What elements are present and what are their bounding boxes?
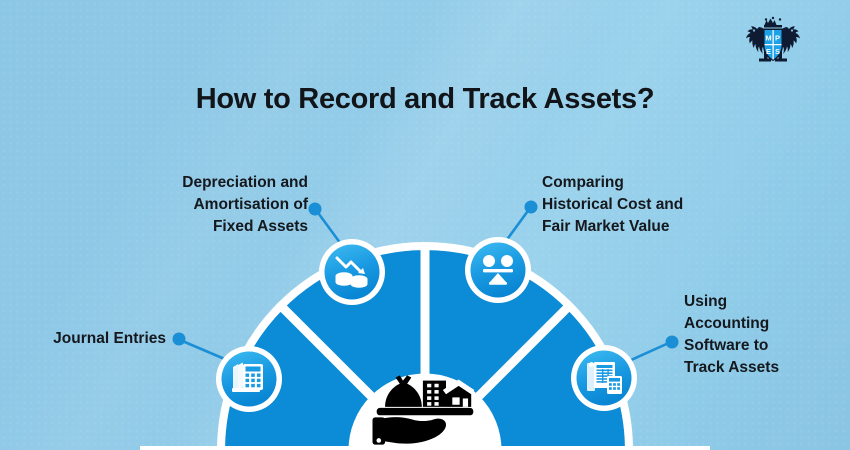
- ledger-calculator-icon: [232, 362, 263, 392]
- label-line: Historical Cost and: [542, 196, 684, 213]
- shield: M P E S: [763, 28, 783, 61]
- spreadsheet-calculator-icon: [587, 362, 622, 394]
- label-journal-entries: Journal Entries: [8, 328, 166, 350]
- mpes-crest-logo: M P E S: [735, 14, 811, 72]
- node-comparing[interactable]: [465, 237, 531, 303]
- label-line: Amortisation of: [193, 196, 308, 213]
- connector-dot-depreciation: [308, 202, 322, 216]
- node-depreciation[interactable]: [319, 239, 385, 305]
- label-line: Depreciation and: [182, 174, 308, 191]
- arc-hub-ring: [348, 373, 502, 450]
- shield-letter-e: E: [766, 47, 771, 56]
- label-accounting-software: Using Accounting Software to Track Asset…: [684, 291, 834, 379]
- shield-letter-m: M: [765, 34, 771, 43]
- label-line: Using: [684, 293, 728, 310]
- connector-dot-software: [665, 335, 679, 349]
- label-line: Fixed Assets: [212, 218, 308, 235]
- shield-letter-s: S: [775, 47, 780, 56]
- crown-icon: [764, 16, 782, 28]
- divider-45: [421, 301, 574, 450]
- label-line: Software to: [684, 337, 769, 354]
- connector-dot-comparing: [524, 200, 538, 214]
- arc-baseline: [140, 446, 710, 450]
- label-line: Fair Market Value: [542, 218, 670, 235]
- hand-holding-assets-icon: [372, 375, 475, 445]
- node-journal-entries[interactable]: [216, 346, 282, 412]
- label-comparing-cost-value: Comparing Historical Cost and Fair Marke…: [542, 172, 752, 238]
- shield-letter-p: P: [775, 34, 780, 43]
- label-line: Track Assets: [684, 359, 780, 376]
- label-line: Accounting: [684, 315, 770, 332]
- page-title: How to Record and Track Assets?: [195, 83, 655, 115]
- connector-dots: [172, 200, 679, 349]
- node-depreciation-circle: [324, 244, 380, 300]
- label-depreciation-amortisation: Depreciation and Amortisation of Fixed A…: [118, 172, 308, 238]
- arc-ring: [140, 242, 710, 450]
- declining-coins-icon: [335, 256, 368, 288]
- node-accounting-software[interactable]: [571, 345, 637, 411]
- label-line: Journal Entries: [53, 330, 166, 347]
- connector-dot-journal: [172, 332, 186, 346]
- label-line: Comparing: [542, 174, 624, 191]
- balance-scale-icon: [483, 255, 513, 285]
